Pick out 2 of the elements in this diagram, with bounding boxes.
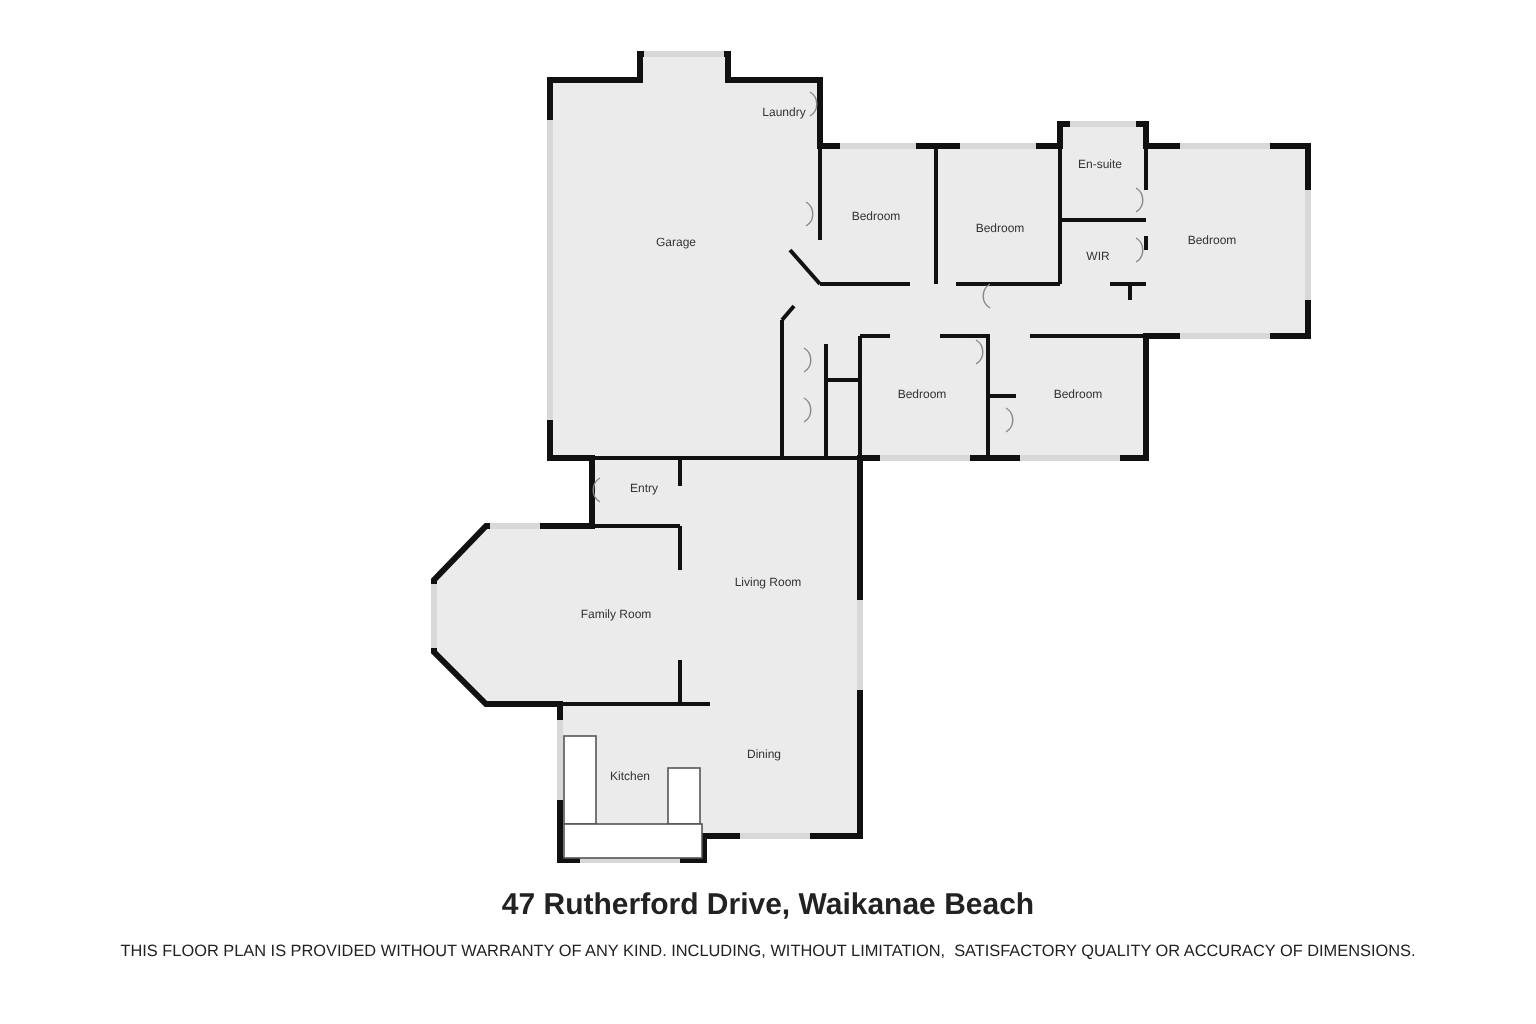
address-title: 47 Rutherford Drive, Waikanae Beach <box>499 888 1037 922</box>
disclaimer-caption: THIS FLOOR PLAN IS PROVIDED WITHOUT WARRANTY OF ANY KIND. INCLUDING, WITHOUT LIMITATION, SATISFACTORY QUALITY OR ACCURACY OF DIMENSIONS. <box>118 942 1418 960</box>
